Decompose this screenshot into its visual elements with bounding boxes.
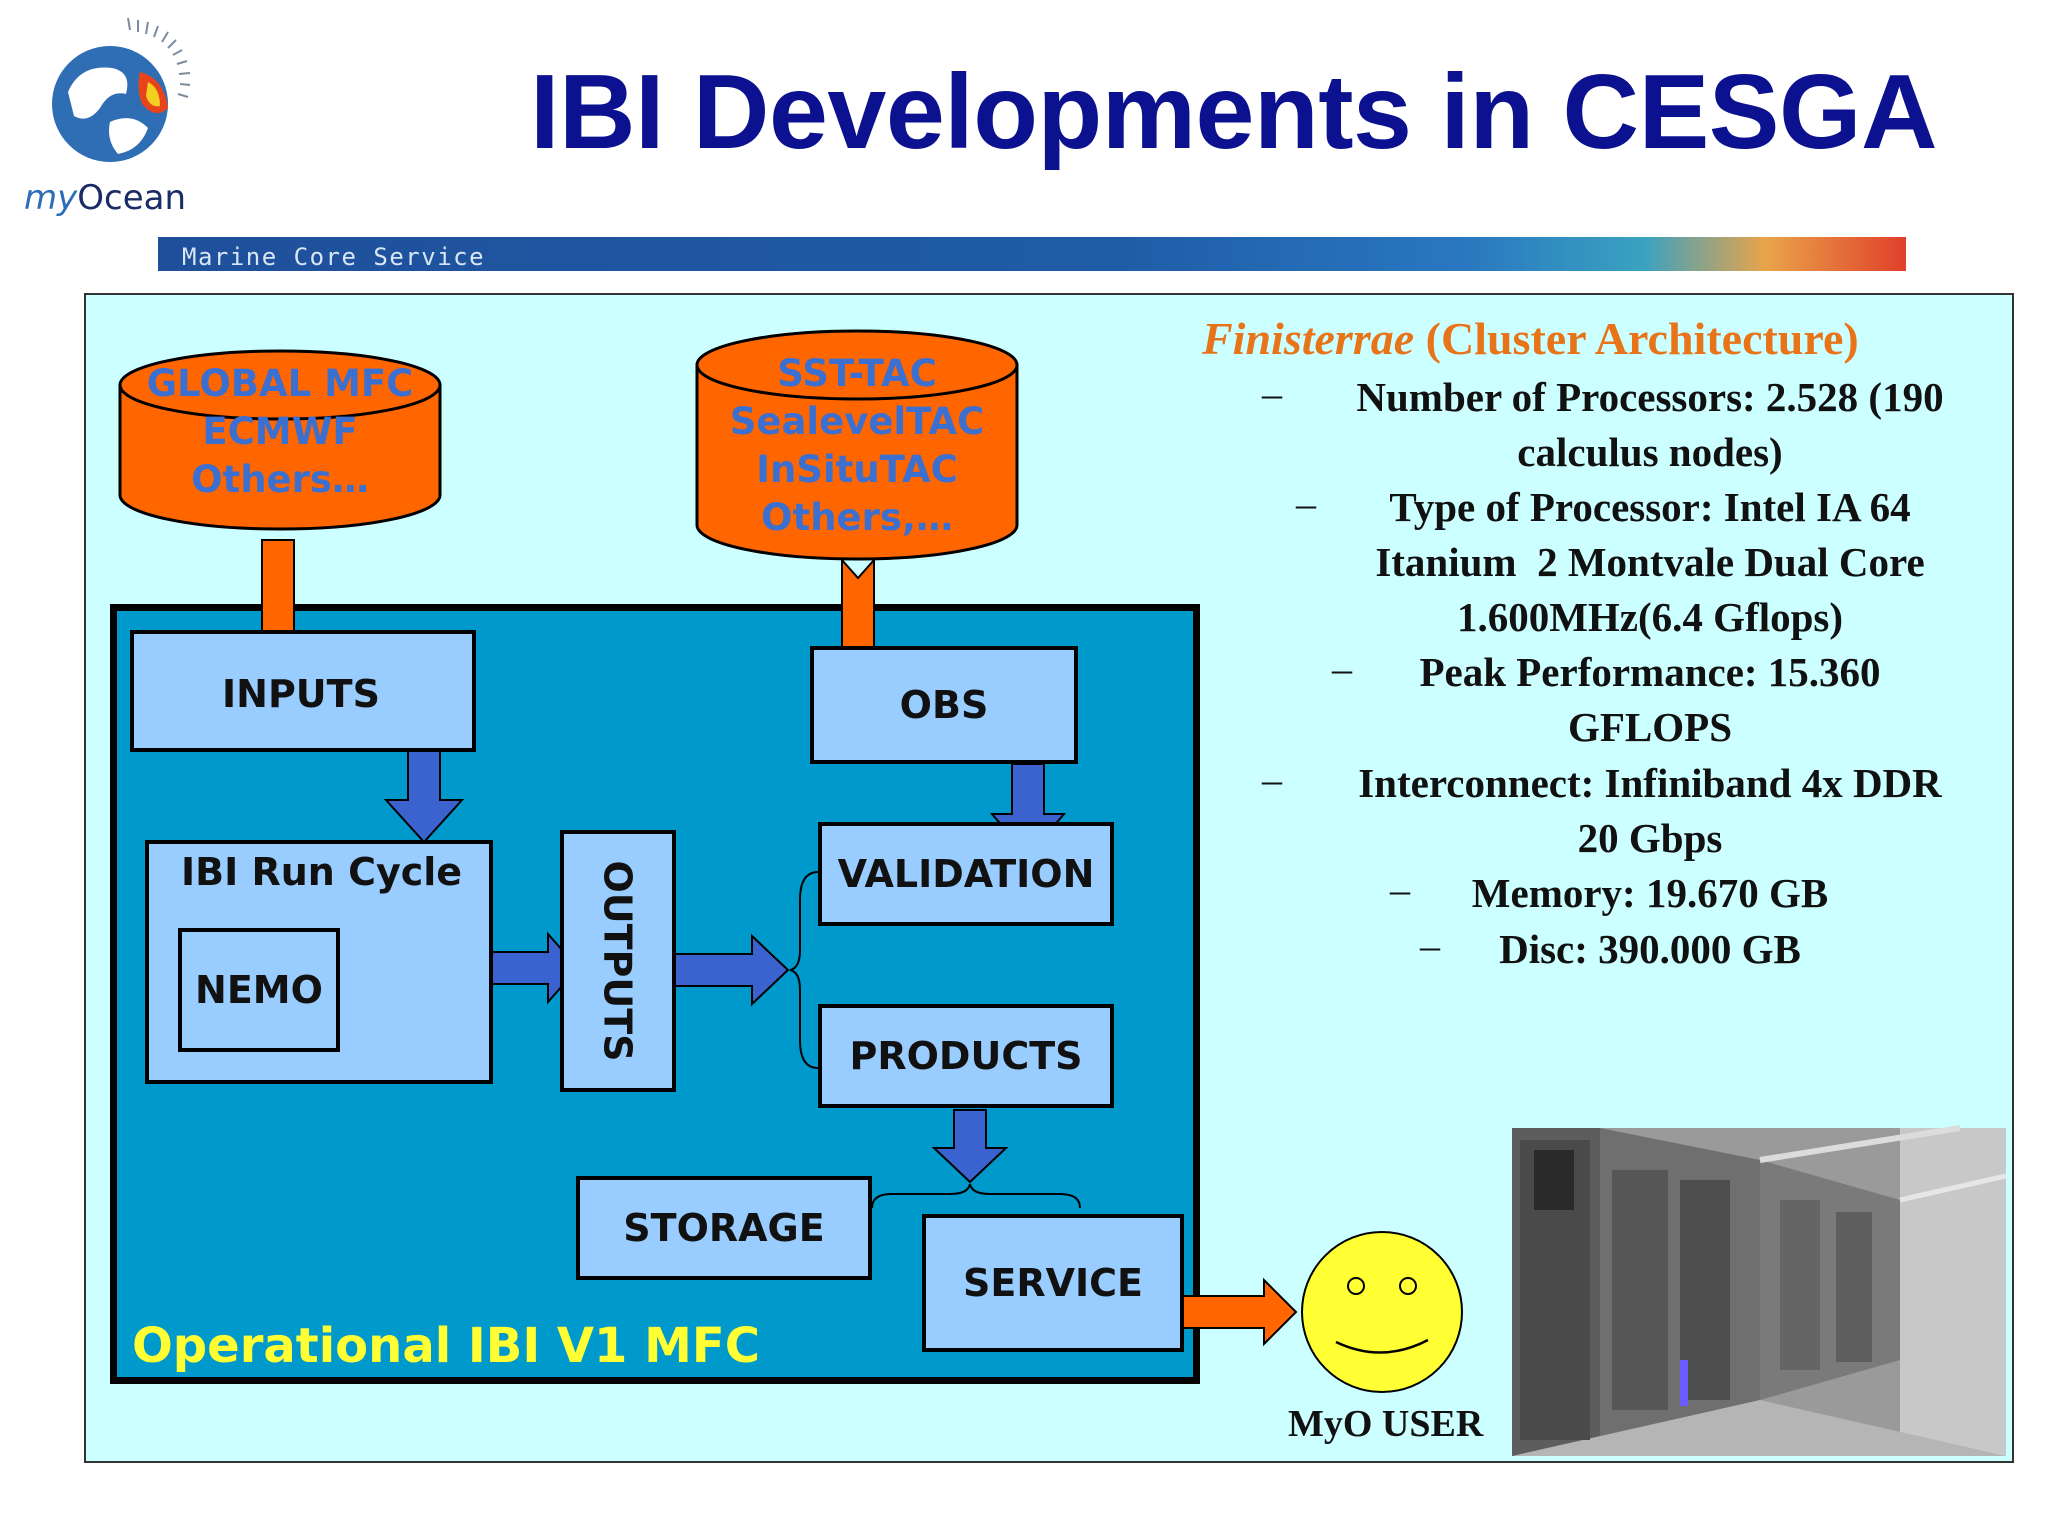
spec-memory: Memory: 19.670 GB — [1320, 866, 1980, 921]
source-right-line-3: InSituTAC — [756, 448, 958, 491]
spec-memory-line-1: Memory: 19.670 GB — [1471, 870, 1829, 916]
server-room-photo — [1512, 1125, 2007, 1456]
products-label: PRODUCTS — [849, 1034, 1083, 1078]
logo-ocean: Ocean — [77, 178, 187, 218]
spec-processors-line-1: Number of Processors: 2.528 (190 — [1356, 374, 1944, 420]
source-left-text: GLOBAL MFC ECMWF Others… — [130, 360, 430, 504]
source-left-line-1: GLOBAL MFC — [146, 362, 414, 405]
spec-dash-4: – — [1262, 757, 1282, 802]
source-right-line-4: Others,… — [761, 496, 953, 539]
source-right-line-1: SST-TAC — [777, 352, 937, 395]
spec-dash-3: – — [1332, 646, 1352, 691]
nemo-box: NEMO — [178, 928, 340, 1052]
spec-processor-type-line-1: Type of Processor: Intel IA 64 — [1389, 484, 1911, 530]
validation-box: VALIDATION — [818, 822, 1114, 926]
inputs-box: INPUTS — [130, 630, 476, 752]
slide-title: IBI Developments in CESGA — [530, 53, 1938, 171]
cluster-title-name: Finisterrae — [1202, 313, 1415, 364]
spec-peak-line-2: GFLOPS — [1567, 704, 1733, 750]
service-label: SERVICE — [963, 1261, 1143, 1305]
source-cylinder-right — [695, 329, 1019, 561]
spec-interconnect-line-2: 20 Gbps — [1577, 815, 1723, 861]
spec-dash-6: – — [1420, 923, 1440, 968]
brace-validation-products — [789, 871, 819, 1069]
obs-label: OBS — [899, 683, 989, 727]
banner-text: Marine Core Service — [182, 243, 486, 271]
products-box: PRODUCTS — [818, 1004, 1114, 1108]
spec-interconnect-line-1: Interconnect: Infiniband 4x DDR — [1358, 760, 1942, 806]
spec-peak-performance: Peak Performance: 15.360 GFLOPS — [1320, 645, 1980, 755]
storage-label: STORAGE — [623, 1206, 825, 1250]
service-box: SERVICE — [922, 1214, 1184, 1352]
nemo-label: NEMO — [195, 968, 323, 1012]
arrow-tac-to-obs — [841, 557, 875, 651]
spec-disc: Disc: 390.000 GB — [1320, 922, 1980, 977]
spec-peak-line-1: Peak Performance: 15.360 — [1419, 649, 1881, 695]
outputs-label: OUTPUTS — [596, 860, 641, 1062]
brace-storage-service — [871, 1183, 1081, 1209]
spec-processors-line-2: calculus nodes) — [1517, 429, 1783, 475]
spec-processor-type-line-2: Itanium 2 Montvale Dual Core — [1375, 539, 1925, 585]
source-left-line-3: Others… — [191, 458, 369, 501]
globe-icon — [52, 17, 191, 162]
mfc-label: Operational IBI V1 MFC — [132, 1318, 760, 1374]
spec-disc-line-1: Disc: 390.000 GB — [1499, 926, 1801, 972]
myocean-logo — [40, 12, 240, 182]
logo-my: my — [24, 178, 78, 218]
spec-interconnect: Interconnect: Infiniband 4x DDR 20 Gbps — [1320, 756, 1980, 866]
spec-dash-1: – — [1262, 371, 1282, 416]
service-banner — [158, 237, 1906, 271]
obs-box: OBS — [810, 646, 1078, 764]
storage-box: STORAGE — [576, 1176, 872, 1280]
spec-processor-type: Type of Processor: Intel IA 64 Itanium 2… — [1320, 480, 1980, 645]
inputs-label: INPUTS — [222, 672, 380, 716]
spec-processors: Number of Processors: 2.528 (190 calculu… — [1320, 370, 1980, 480]
cluster-title: Finisterrae (Cluster Architecture) — [1202, 312, 1859, 365]
cluster-title-rest: (Cluster Architecture) — [1425, 313, 1859, 364]
arrow-products-to-service — [931, 1109, 1009, 1184]
user-smiley-icon — [1301, 1231, 1463, 1393]
myocean-logo-text: myOcean — [24, 178, 186, 218]
source-right-line-2: SealevelTAC — [729, 400, 985, 443]
outputs-box: OUTPUTS — [560, 830, 676, 1092]
validation-label: VALIDATION — [837, 852, 1095, 896]
run-cycle-label: IBI Run Cycle — [181, 850, 463, 894]
source-right-text: SST-TAC SealevelTAC InSituTAC Others,… — [707, 350, 1007, 542]
source-cylinder-left — [118, 349, 442, 531]
source-left-line-2: ECMWF — [202, 410, 358, 453]
user-label: MyO USER — [1288, 1403, 1484, 1445]
spec-dash-2: – — [1296, 481, 1316, 526]
spec-processor-type-line-3: 1.600MHz(6.4 Gflops) — [1456, 594, 1844, 640]
spec-dash-5: – — [1390, 867, 1410, 912]
